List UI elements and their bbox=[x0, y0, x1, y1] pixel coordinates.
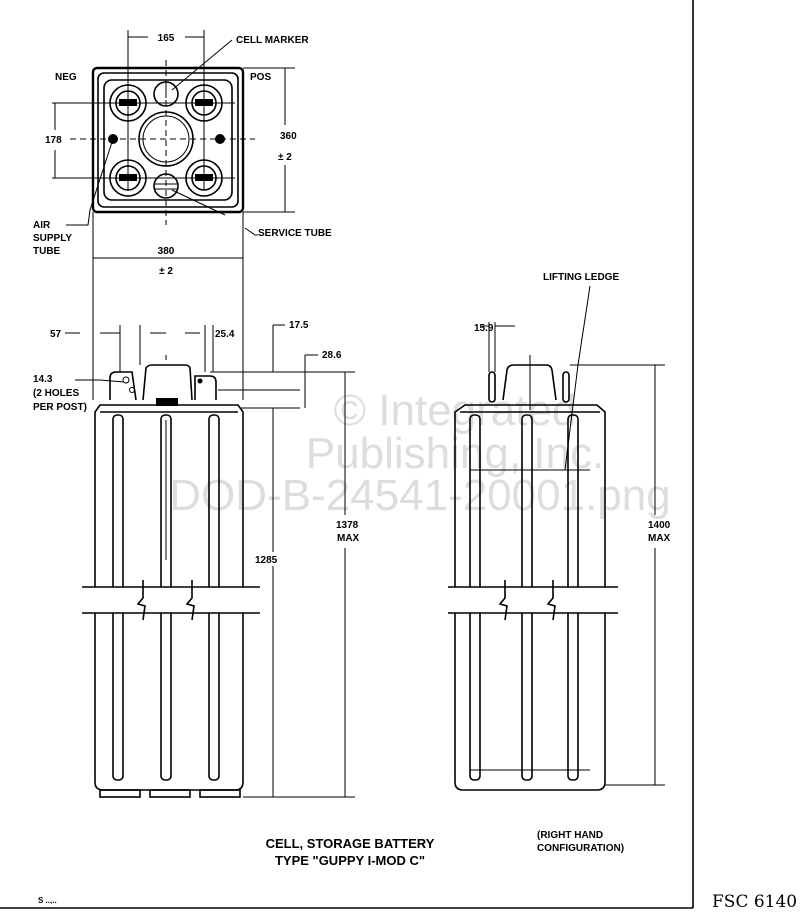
drawing-stroke bbox=[97, 72, 239, 208]
dimension-label: CONFIGURATION) bbox=[537, 843, 624, 854]
drawing-stroke bbox=[185, 580, 195, 621]
drawing-stroke bbox=[171, 189, 258, 236]
dimension-label: ± 2 bbox=[278, 152, 292, 163]
drawing-stroke bbox=[149, 789, 191, 798]
dimension-label: CELL, STORAGE BATTERY bbox=[266, 836, 435, 851]
dimension-label: CELL MARKER bbox=[236, 35, 309, 46]
dimension-label: ± 2 bbox=[159, 266, 173, 277]
drawing-stroke bbox=[99, 379, 125, 383]
drawing-stroke bbox=[171, 39, 233, 91]
drawing-stroke bbox=[66, 141, 113, 226]
dimension-label: 1400 bbox=[648, 520, 671, 531]
dimension-label: 178 bbox=[45, 135, 62, 146]
sheet-mark: S ..,.. bbox=[38, 896, 57, 905]
dimension-label: POS bbox=[250, 72, 271, 83]
dimension-label: 1285 bbox=[255, 555, 278, 566]
drawing-stroke bbox=[91, 66, 245, 214]
drawing-stroke bbox=[546, 580, 556, 621]
drawing-stroke bbox=[199, 789, 241, 798]
dimension-label: 25.4 bbox=[215, 329, 235, 340]
dimension-label: PER POST) bbox=[33, 402, 87, 413]
watermark: © Integrated Publishing, Inc. DOD-B-2454… bbox=[169, 386, 670, 520]
left-side-view: 57 25.4 17.5 28.6 14.3 (2 HOLES PER POST… bbox=[33, 320, 360, 798]
dimension-label: 1378 bbox=[336, 520, 359, 531]
drawing-stroke bbox=[194, 375, 217, 400]
dimension-label: 14.3 bbox=[33, 374, 53, 385]
dimension-label: 380 bbox=[158, 246, 175, 257]
dimension-label: TYPE "GUPPY I-MOD C" bbox=[275, 853, 425, 868]
dimension-label: 15.9 bbox=[474, 323, 494, 334]
drawing-stroke bbox=[454, 404, 606, 791]
dimension-label: (RIGHT HAND bbox=[537, 830, 603, 841]
dimension-label: TUBE bbox=[33, 246, 61, 257]
dimension-label: 360 bbox=[280, 131, 297, 142]
dimension-label: 57 bbox=[50, 329, 62, 340]
drawing-stroke bbox=[498, 580, 508, 621]
drawing-stroke bbox=[197, 378, 203, 384]
dimension-label: SERVICE TUBE bbox=[258, 228, 332, 239]
drawing-stroke bbox=[99, 789, 141, 798]
drawing-stroke bbox=[136, 580, 146, 621]
drawing-stroke bbox=[122, 376, 130, 384]
dimension-label: LIFTING LEDGE bbox=[543, 272, 619, 283]
drawing-stroke bbox=[156, 398, 178, 406]
dimension-label: SUPPLY bbox=[33, 233, 72, 244]
drawing-frame bbox=[0, 0, 694, 909]
dimension-label: 165 bbox=[158, 33, 175, 44]
dimension-label: NEG bbox=[55, 72, 77, 83]
top-view: 165 CELL MARKER NEG POS 178 360 ± 2 SERV… bbox=[33, 30, 332, 400]
dimension-label: 28.6 bbox=[322, 350, 342, 361]
dimension-label: (2 HOLES bbox=[33, 388, 79, 399]
drawing-stroke bbox=[448, 587, 618, 613]
drawing-stroke bbox=[129, 387, 135, 393]
drawing-stroke bbox=[109, 371, 137, 401]
dimension-label: 17.5 bbox=[289, 320, 309, 331]
drawing-stroke bbox=[82, 587, 260, 613]
dimension-label: AIR bbox=[33, 220, 51, 231]
drawing-stroke bbox=[488, 371, 496, 403]
dimension-label: DOD-B-24541-20001.png bbox=[169, 471, 670, 520]
drawing-stroke bbox=[103, 79, 233, 201]
right-side-view: 15.9 LIFTING LEDGE 1400 MAX bbox=[448, 272, 671, 791]
caption: CELL, STORAGE BATTERY TYPE "GUPPY I-MOD … bbox=[266, 830, 624, 868]
drawing-stroke bbox=[562, 371, 570, 403]
drawing-stroke bbox=[142, 364, 193, 401]
dimension-label: MAX bbox=[648, 533, 671, 544]
dimension-label: MAX bbox=[337, 533, 360, 544]
fsc-code: FSC 6140 bbox=[712, 892, 797, 912]
